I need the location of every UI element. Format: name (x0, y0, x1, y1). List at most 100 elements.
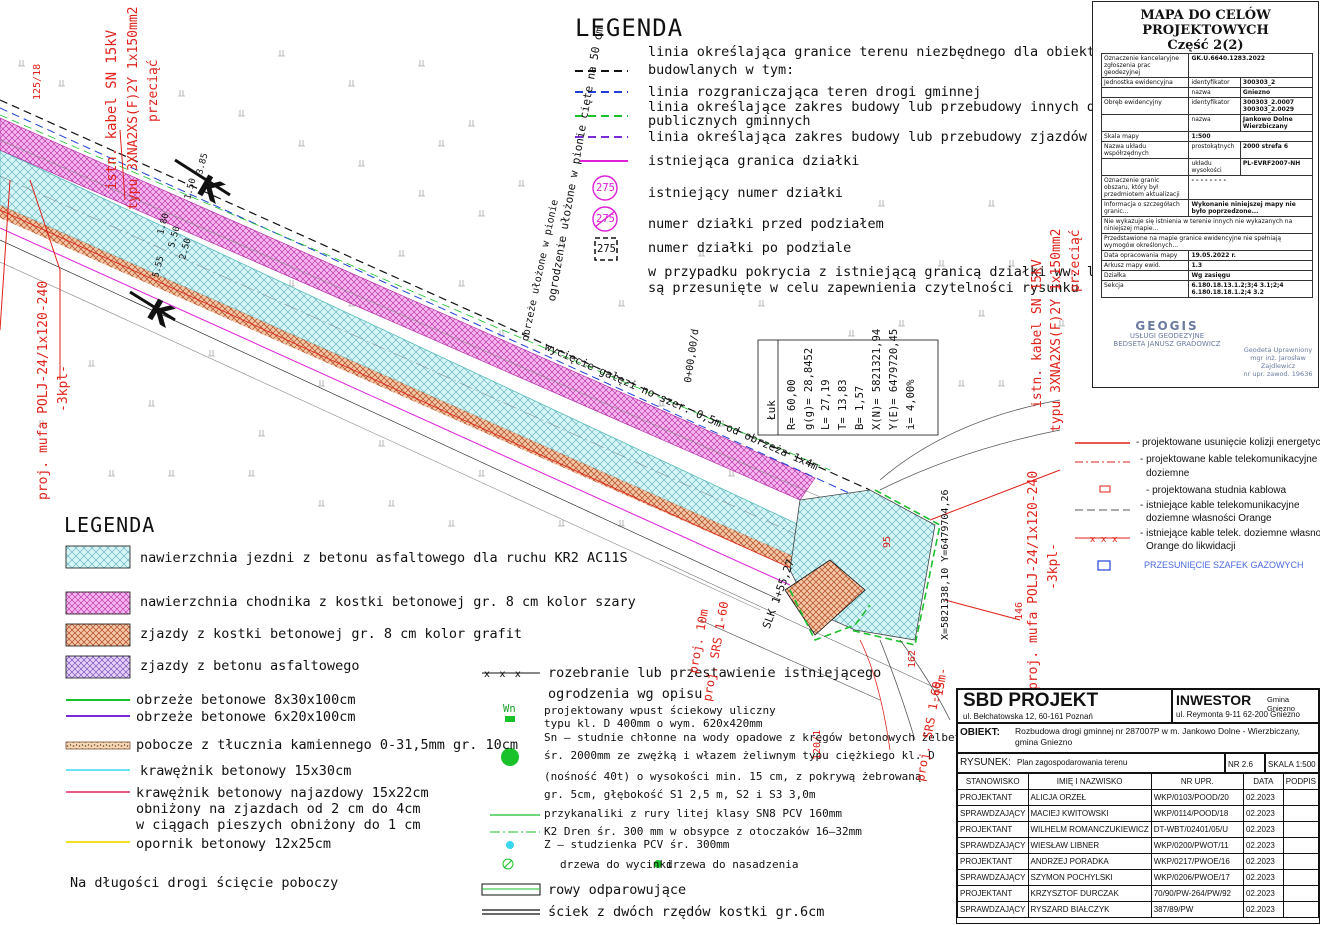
col-name: IMIĘ I NAZWISKO (1027, 773, 1152, 790)
mufa-left-1: proj. mufa POLJ-24/1x120-240 (36, 280, 51, 500)
legend-mid-item-15: ściek z dwóch rzędów kostki gr.6cm (548, 904, 825, 920)
map-info-cell: Informacja o szczegółach granic... (1100, 199, 1190, 217)
legend-mid-item-8: gr. 5cm, głębokość S1 2,5 m, S2 i S3 3,0… (544, 788, 816, 801)
legend-mid-item-10: K2 Dren śr. 300 mm w obsypce z otoczaków… (544, 825, 862, 838)
signatory-cell: SPRAWDZAJĄCY (957, 901, 1029, 918)
map-title-1: MAPA DO CELÓW (1140, 8, 1271, 23)
legend-bottom-item-12: opornik betonowy 12x25cm (136, 836, 332, 852)
legend-bottom-item-1: nawierzchnia jezdni z betonu asfaltowego… (140, 550, 628, 566)
legend-top-item-6: istniejący numer działki (648, 185, 844, 201)
signatory-cell: 02.2023 (1242, 869, 1284, 886)
map-info-box: MAPA DO CELÓW PROJEKTOWYCH Część 2(2) Oz… (1092, 1, 1319, 388)
parcel-label: 125/18 (32, 64, 43, 100)
company-name: SBD PROJEKT (963, 690, 1099, 711)
signatory-cell: WIESŁAW LIBNER (1027, 837, 1152, 854)
legend-mid-item-12: drzewa do wycinki (560, 858, 673, 871)
legend-bottom-item-11: w ciągach pieszych obniżony do 1 cm (136, 817, 421, 833)
map-info-cell: 300303_2.0007 300303_2.0029 (1239, 97, 1314, 115)
map-info-cell: Przedstawione na mapie granice ewidencyj… (1101, 233, 1313, 251)
sign-line-2: mgr inż. Jarosław Zajdlewicz (1250, 354, 1306, 370)
investor-address: ul. Reymonta 9-11 62-200 Gniezno (1176, 710, 1300, 719)
legend-top-item-1a: linia określająca granice terenu niezbęd… (648, 44, 1112, 60)
curve-value: g(g)= 28,8452 (803, 348, 815, 430)
legend-bottom-swatches (65, 545, 131, 843)
signatory-cell: 02.2023 (1242, 853, 1284, 870)
stamp-line-2: USŁUGI GEODEZYJNE (1129, 332, 1205, 340)
legend-top-item-9a: w przypadku pokrycia z istniejącą granic… (648, 264, 1128, 280)
signatory-cell: SPRAWDZAJĄCY (957, 805, 1029, 822)
map-info-cell: Sekcja (1100, 280, 1190, 298)
map-info-cell: Wg zasięgu (1188, 270, 1313, 281)
col-date: DATA (1242, 773, 1284, 790)
object-label: OBIEKT: (960, 727, 1000, 738)
map-info-cell: Oznaczenie granic obszaru, który był prz… (1100, 175, 1190, 200)
legend-right-item-9: PRZESUNIĘCIE SZAFEK GAZOWYCH (1144, 560, 1304, 570)
map-title-2: PROJEKTOWYCH (1142, 23, 1269, 38)
legend-top-item-5: istniejąca granica działki (648, 153, 860, 169)
map-info-cell: 1.3 (1188, 260, 1313, 271)
parcel-label: 146 (1014, 602, 1025, 620)
legend-bottom-item-5: obrzeże betonowe 8x30x100cm (136, 692, 356, 708)
signatory-cell: 02.2023 (1242, 901, 1284, 918)
object-line-1: Rozbudowa drogi gminnej nr 287007P w m. … (1015, 726, 1301, 736)
svg-text:x x x: x x x (484, 669, 521, 680)
signatory-cell (1282, 789, 1320, 806)
map-info-cell: Oznaczenie kancelaryjne zgłoszenia prac … (1100, 53, 1190, 78)
legend-mid-wn: Wn (503, 703, 516, 715)
signatory-cell: WILHELM ROMANCZUKIEWICZ (1027, 821, 1152, 838)
col-license: NR UPR. (1150, 773, 1244, 790)
cable-right-3: przeciąć (1068, 229, 1083, 292)
legend-right-item-3: doziemne (1146, 468, 1190, 479)
legend-mid-item-11: Z – studzienka PCV śr. 300mm (544, 838, 730, 851)
investor-label: INWESTOR (1176, 692, 1252, 708)
legend-top-item-8: numer działki po podziale (648, 240, 852, 256)
mufa-left-2: -3kpl- (56, 365, 71, 412)
drawing-name: Plan zagospodarowania terenu (1017, 758, 1128, 767)
map-info-cell: GK.U.6640.1283.2022 (1188, 53, 1313, 78)
legend-bottom-item-3: zjazdy z kostki betonowej gr. 8 cm kolor… (140, 626, 523, 642)
signatory-cell: MACIEJ KWITOWSKI (1027, 805, 1152, 822)
signatory-cell: SPRAWDZAJĄCY (957, 837, 1029, 854)
signatory-cell: 02.2023 (1242, 821, 1284, 838)
map-info-row: Informacja o szczegółach granic...Wykona… (1100, 199, 1313, 217)
legend-mid-item-4: typu kl. D 400mm o wym. 620x420mm (544, 717, 763, 730)
legend-top-item-4: linia określająca zakres budowy lub prze… (648, 129, 1087, 145)
signatory-cell: DT-WBT/02401/05/U (1150, 821, 1244, 838)
curve-value: B= 1,57 (854, 386, 866, 430)
mufa-right-1: proj. mufa POLJ-24/1x120-240 (1026, 470, 1041, 690)
signatory-cell: WKP/0206/PWOE/17 (1150, 869, 1244, 886)
map-info-cell: nazwa (1188, 87, 1241, 98)
mufa-right-2: -3kpl- (1046, 543, 1061, 590)
legend-right-item-6: doziemne własności Orange (1146, 513, 1272, 524)
legend-top-item-1b: budowlanych w tym: (648, 62, 795, 78)
curve-value: X(N)= 5821321,94 (871, 329, 883, 430)
parcel-label: 120/1 (812, 730, 823, 760)
signatories-table: STANOWISKO IMIĘ I NAZWISKO NR UPR. DATA … (957, 773, 1320, 918)
legend-mid-item-2: ogrodzenia wg opisu (548, 686, 703, 702)
legend-bottom-item-10: obniżony na zjazdach od 2 cm do 4cm (136, 801, 421, 817)
map-info-cell: Wykonanie niniejszej mapy nie było poprz… (1188, 199, 1313, 217)
legend-bottom-item-7: pobocze z tłucznia kamiennego 0-31,5mm g… (136, 737, 519, 753)
legend-bottom-item-6: obrzeże betonowe 6x20x100cm (136, 709, 356, 725)
signatory-cell: 02.2023 (1242, 789, 1284, 806)
legend-mid-item-3: projektowany wpust ściekowy uliczny (544, 704, 776, 717)
map-info-cell: Arkusz mapy ewid. (1100, 260, 1190, 271)
legend-mid-item-14: rowy odparowujące (548, 882, 687, 898)
map-info-cell: 300303_2 (1239, 77, 1314, 88)
signatory-cell: PROJEKTANT (957, 789, 1029, 806)
map-title-3: Część 2(2) (1167, 38, 1244, 53)
legend-bottom-item-9: krawężnik betonowy najazdowy 15x22cm (136, 785, 429, 801)
object-line-2: gmina Gniezno (1015, 737, 1073, 747)
signatory-cell: 02.2023 (1242, 885, 1284, 902)
map-info-cell: 1:500 (1188, 131, 1313, 142)
legend-mid-item-6: śr. 2000mm ze zwężką i włazem żeliwnym t… (544, 749, 935, 762)
map-info-cell: 2000 strefa 6 (1239, 141, 1314, 159)
